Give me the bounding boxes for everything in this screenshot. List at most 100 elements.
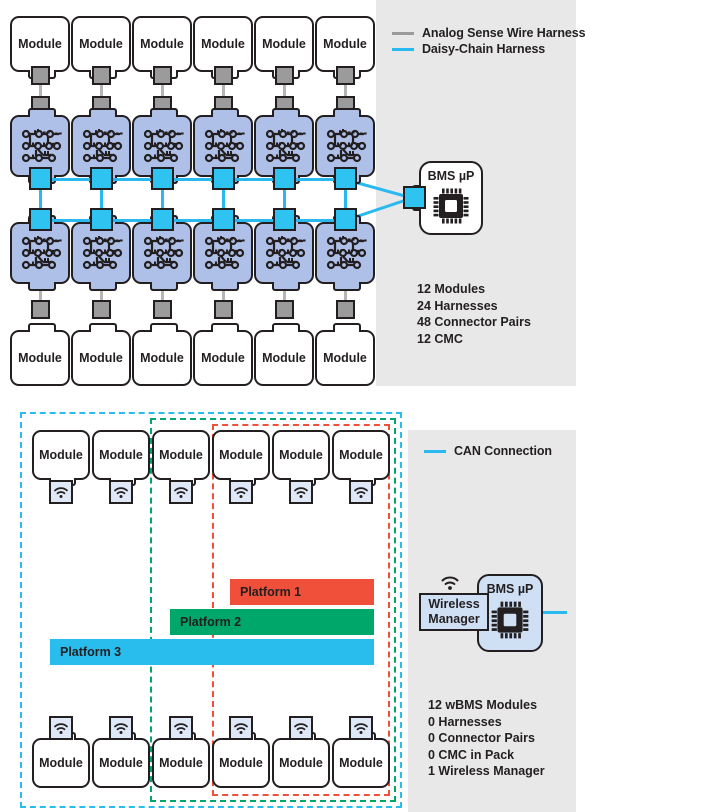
connector-grey: [152, 66, 172, 85]
wifi-icon: [289, 716, 313, 740]
cmc-board: [71, 215, 131, 291]
stat-line: 12 CMC: [417, 331, 463, 346]
connector-daisy-chain: [89, 208, 113, 231]
analog-sense-wire: [100, 281, 103, 305]
analog-sense-wire: [161, 76, 164, 100]
bms-label: BMS µP: [486, 582, 534, 596]
stat-line: 24 Harnesses: [417, 298, 498, 313]
wireless-manager-box: Wireless Manager: [419, 593, 489, 631]
module-box: Module: [254, 16, 314, 79]
wifi-icon: [109, 716, 133, 740]
line-swatch-icon: [424, 449, 446, 453]
stat-line: 0 Connector Pairs: [428, 731, 535, 745]
wireless-module-box: Module: [92, 430, 150, 486]
wifi-icon: [49, 716, 73, 740]
connector-grey: [91, 66, 111, 85]
connector-grey: [152, 300, 172, 319]
bottom-panel-legend: CAN Connection: [424, 444, 552, 460]
cmc-board: [132, 215, 192, 291]
connector-daisy-chain: [272, 208, 296, 231]
connector-grey: [335, 66, 355, 85]
chip-icon: [431, 186, 471, 231]
stat-line: 0 Harnesses: [428, 714, 502, 729]
stat-line: 48 Connector Pairs: [417, 315, 531, 329]
analog-sense-wire: [100, 76, 103, 100]
cmc-board: [254, 215, 314, 291]
wireless-module-box: Module: [32, 732, 90, 788]
wireless-module-box: Module: [92, 732, 150, 788]
wireless-module-box: Module: [272, 430, 330, 486]
wifi-icon: [49, 480, 73, 504]
chip-icon: [489, 599, 531, 646]
wireless-module-box: Module: [272, 732, 330, 788]
daisy-chain-link: [221, 186, 225, 214]
module-box: Module: [10, 323, 70, 386]
can-connection-line: [543, 611, 567, 614]
module-box: Module: [315, 16, 375, 79]
wifi-icon: [349, 480, 373, 504]
analog-sense-wire: [222, 76, 225, 100]
connector-daisy-chain: [211, 208, 235, 231]
connector-grey: [335, 300, 355, 319]
stat-line: 12 wBMS Modules: [428, 698, 538, 712]
stat-line: 12 Modules: [417, 282, 486, 296]
connector-bms-input: [403, 186, 426, 209]
wifi-icon: [229, 480, 253, 504]
module-box: Module: [71, 323, 131, 386]
line-swatch-icon: [392, 31, 414, 35]
platform-bar: Platform 3: [50, 639, 374, 665]
connector-grey: [30, 66, 50, 85]
wireless-manager-line-2: Manager: [428, 612, 480, 626]
platform-bar: Platform 2: [170, 609, 374, 635]
connector-daisy-chain: [28, 167, 52, 190]
wireless-manager-line-1: Wireless: [428, 597, 480, 611]
analog-sense-wire: [283, 76, 286, 100]
wifi-icon: [440, 575, 460, 596]
legend-item: CAN Connection: [424, 444, 552, 458]
connector-daisy-chain: [28, 208, 52, 231]
analog-sense-wire: [39, 281, 42, 305]
platform-bar: Platform 1: [230, 579, 374, 605]
stat-line: 0 CMC in Pack: [428, 747, 515, 762]
legend-label: Daisy-Chain Harness: [422, 42, 546, 56]
module-box: Module: [132, 323, 192, 386]
connector-daisy-chain: [150, 208, 174, 231]
wifi-icon: [169, 480, 193, 504]
wifi-icon: [229, 716, 253, 740]
wireless-module-box: Module: [332, 732, 390, 788]
connector-daisy-chain: [333, 167, 357, 190]
daisy-chain-bus: [40, 219, 345, 222]
wireless-module-box: Module: [152, 430, 210, 486]
module-box: Module: [10, 16, 70, 79]
legend-label: CAN Connection: [454, 444, 552, 458]
module-box: Module: [254, 323, 314, 386]
daisy-chain-link: [282, 186, 286, 214]
cmc-board: [193, 215, 253, 291]
connector-grey: [213, 300, 233, 319]
connector-daisy-chain: [333, 208, 357, 231]
connector-daisy-chain: [272, 167, 296, 190]
wifi-icon: [289, 480, 313, 504]
module-box: Module: [193, 323, 253, 386]
analog-sense-wire: [344, 76, 347, 100]
daisy-chain-bus: [40, 178, 345, 181]
daisy-chain-link: [38, 186, 42, 214]
legend-label: Analog Sense Wire Harness: [422, 26, 586, 40]
analog-sense-wire: [222, 281, 225, 305]
analog-sense-wire: [344, 281, 347, 305]
cmc-board: [10, 215, 70, 291]
wifi-icon: [109, 480, 133, 504]
connector-daisy-chain: [211, 167, 235, 190]
daisy-chain-link: [160, 186, 164, 214]
analog-sense-wire: [161, 281, 164, 305]
analog-sense-wire: [39, 76, 42, 100]
module-box: Module: [132, 16, 192, 79]
wireless-module-box: Module: [332, 430, 390, 486]
module-box: Module: [193, 16, 253, 79]
connector-grey: [274, 66, 294, 85]
wireless-module-box: Module: [212, 430, 270, 486]
connector-grey: [213, 66, 233, 85]
bottom-panel-stats: 12 wBMS Modules 0 Harnesses 0 Connector …: [428, 697, 545, 780]
connector-daisy-chain: [89, 167, 113, 190]
analog-sense-wire: [283, 281, 286, 305]
